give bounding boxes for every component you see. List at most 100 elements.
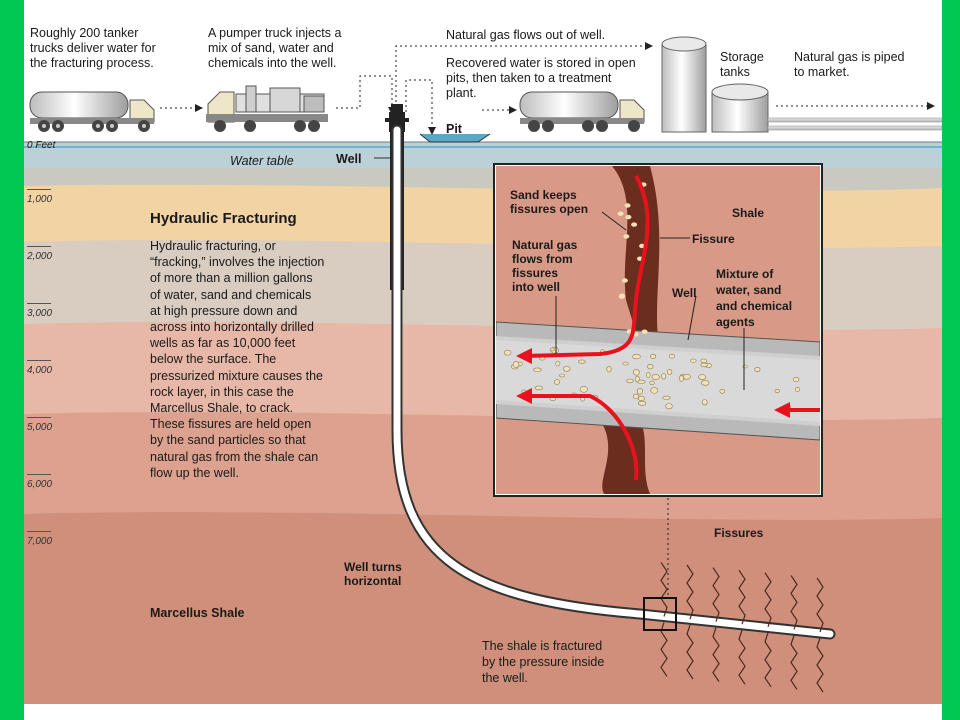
well-turns-label: Well turns horizontal bbox=[344, 560, 402, 588]
sand-particle bbox=[690, 358, 697, 363]
sand-particle bbox=[666, 368, 673, 375]
sand-particle bbox=[795, 386, 800, 392]
explainer-body: Hydraulic fracturing, or “fracking,” invo… bbox=[150, 238, 324, 481]
sand-particle bbox=[606, 366, 612, 373]
sand-particle bbox=[698, 374, 707, 381]
fissure-crack bbox=[790, 635, 798, 690]
pit-label: Pit bbox=[446, 122, 462, 136]
sand-particle bbox=[742, 364, 748, 369]
fissure-crack bbox=[660, 562, 668, 617]
depth-4000: 4,000 bbox=[27, 360, 53, 376]
sand-particle bbox=[719, 388, 726, 394]
sand-particle bbox=[632, 354, 641, 360]
depth-1000: 1,000 bbox=[27, 189, 53, 205]
fissure-crack bbox=[686, 564, 694, 620]
storage-tanks-label: Storage tanks bbox=[720, 50, 764, 80]
explainer-line: below the surface. The bbox=[150, 352, 277, 367]
piped-note: Natural gas is piped to market. bbox=[794, 50, 904, 80]
trucks-note-line: the fracturing process. bbox=[30, 56, 154, 70]
explainer-line: at high pressure down and bbox=[150, 303, 298, 318]
sand-particle bbox=[578, 359, 586, 364]
sand-particle bbox=[631, 222, 638, 227]
recovered-note-line: pits, then taken to a treatment bbox=[446, 71, 612, 85]
fractured-note-line: by the pressure inside bbox=[482, 655, 605, 669]
sand-particle bbox=[625, 214, 632, 220]
explainer-line: rock layer, in this case the bbox=[150, 384, 294, 399]
pumper-note-line: chemicals into the well. bbox=[208, 56, 337, 70]
sand-particle bbox=[661, 373, 667, 380]
pumper-truck bbox=[206, 85, 328, 132]
inset-label-line: agents bbox=[716, 315, 755, 329]
water-table-label: Water table bbox=[230, 154, 294, 168]
inset-label-line: Natural gas bbox=[512, 238, 578, 252]
fractured-note: The shale is fractured by the pressure i… bbox=[482, 638, 604, 686]
tanker-truck-1 bbox=[29, 91, 155, 132]
recovered-note-line: plant. bbox=[446, 86, 477, 100]
pit bbox=[419, 133, 491, 143]
depth-5000: 5,000 bbox=[27, 417, 53, 433]
sand-particle bbox=[700, 362, 708, 368]
sand-particle bbox=[632, 369, 640, 376]
sand-particle bbox=[650, 353, 656, 359]
sand-particle bbox=[562, 365, 571, 372]
inset-label-line: and chemical bbox=[716, 299, 793, 313]
sand-particle bbox=[503, 349, 512, 356]
explainer-line: Hydraulic fracturing, or bbox=[150, 239, 276, 253]
sand-particle bbox=[534, 385, 543, 391]
sand-particle bbox=[637, 395, 645, 401]
fissures-label: Fissures bbox=[714, 526, 764, 540]
inset-label-line: into well bbox=[512, 280, 560, 294]
explainer-line: “fracking,” involves the injection bbox=[150, 255, 325, 270]
inset-detail bbox=[493, 163, 823, 497]
pumper-note-line: mix of sand, water and bbox=[208, 41, 334, 55]
fractured-note-line: The shale is fractured bbox=[482, 639, 603, 653]
explainer-line: by the sand particles so that bbox=[150, 433, 306, 448]
inset-label-line: Sand keeps bbox=[510, 188, 577, 202]
sand-particle bbox=[549, 347, 555, 352]
explainer-line: flow up the well. bbox=[150, 465, 239, 480]
trucks-note-line: Roughly 200 tanker bbox=[30, 26, 139, 40]
sand-particle bbox=[624, 203, 631, 208]
explainer-line: of more than a million gallons bbox=[150, 271, 313, 286]
storage-label-line: tanks bbox=[720, 65, 750, 79]
recovered-note-line: Recovered water is stored in open bbox=[446, 56, 636, 70]
explainer-line: pressurized mixture causes the bbox=[150, 368, 323, 383]
explainer-line: natural gas from the shale can bbox=[150, 449, 319, 464]
inset-well-label: Well bbox=[672, 286, 697, 300]
sand-particle bbox=[645, 372, 651, 378]
sand-particle bbox=[792, 376, 800, 382]
sand-particle bbox=[647, 364, 654, 370]
flow-arrows bbox=[160, 42, 669, 596]
gas-out-note: Natural gas flows out of well. bbox=[446, 28, 606, 42]
fissure-crack bbox=[738, 630, 746, 685]
fissure-crack bbox=[712, 567, 720, 622]
sand-particle bbox=[701, 399, 708, 406]
sand-particle bbox=[641, 329, 648, 334]
fissure-crack bbox=[686, 624, 694, 680]
sand-particle bbox=[754, 367, 761, 372]
sand-particle bbox=[512, 361, 520, 368]
sand-particle bbox=[637, 400, 647, 406]
trucks-note: Roughly 200 tanker trucks deliver water … bbox=[30, 26, 156, 71]
sand-particle bbox=[649, 380, 655, 385]
sand-particle bbox=[651, 374, 660, 380]
depth-3000: 3,000 bbox=[27, 303, 53, 319]
pumper-note: A pumper truck injects a mix of sand, wa… bbox=[208, 26, 341, 71]
recovered-water-note: Recovered water is stored in open pits, … bbox=[446, 56, 636, 101]
sand-particle bbox=[683, 373, 691, 380]
sand-particle bbox=[617, 211, 624, 216]
sand-particle bbox=[622, 361, 629, 366]
sand-particle bbox=[701, 380, 710, 386]
fissure-crack bbox=[764, 572, 772, 627]
depth-7000: 7,000 bbox=[27, 531, 53, 547]
piped-note-line: to market. bbox=[794, 65, 850, 79]
fissure-crack bbox=[816, 577, 824, 633]
pumper-note-line: A pumper truck injects a bbox=[208, 26, 342, 40]
explainer-line: across into horizontally drilled bbox=[150, 320, 314, 335]
inset-fissure-label: Fissure bbox=[692, 232, 735, 246]
sand-particle bbox=[637, 379, 646, 384]
sand-particle bbox=[636, 388, 643, 395]
fissure-crack bbox=[816, 637, 824, 693]
sand-particle bbox=[579, 385, 588, 393]
well-bore bbox=[390, 124, 836, 640]
